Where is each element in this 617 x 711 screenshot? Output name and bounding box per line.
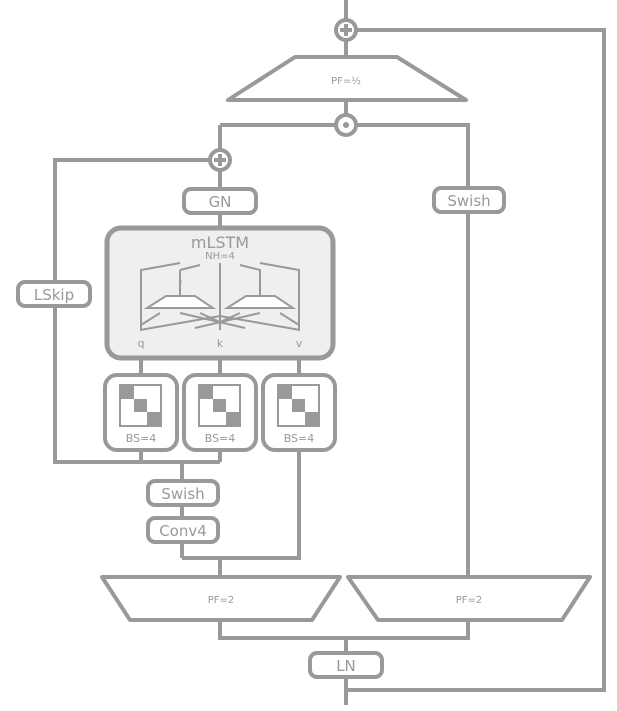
skip-add-icon bbox=[208, 148, 232, 172]
forget-gate-label: f bbox=[178, 280, 182, 291]
mlstm-title: mLSTM bbox=[191, 233, 249, 252]
up-projection-trapezoid: PF=½ bbox=[226, 55, 468, 102]
mlstm-internal-wires bbox=[139, 262, 301, 331]
layer-norm-box: LN bbox=[308, 651, 384, 679]
down-projection-left: PF=2 bbox=[100, 575, 342, 622]
svg-text:LSkip: LSkip bbox=[34, 286, 74, 304]
v-label: v bbox=[296, 337, 303, 350]
swish-right-box: Swish bbox=[432, 186, 506, 214]
mlstm-heads: NH=4 bbox=[205, 251, 235, 262]
gate-multiply-icon bbox=[334, 113, 358, 137]
swish-left-box: Swish bbox=[146, 479, 220, 507]
mlstm-cell: mLSTM NH=4 f i q k v bbox=[104, 225, 336, 361]
block-diagonal-q: BS=4 bbox=[103, 373, 179, 452]
svg-text:LN: LN bbox=[336, 657, 356, 675]
input-gate-trapezoid bbox=[223, 295, 297, 309]
input-gate-label: i bbox=[259, 280, 262, 291]
block-diagonal-k: BS=4 bbox=[182, 373, 258, 452]
svg-text:PF=2: PF=2 bbox=[456, 595, 483, 606]
forget-gate-trapezoid bbox=[143, 295, 217, 309]
svg-text:BS=4: BS=4 bbox=[284, 432, 315, 445]
up-projection-label: PF=½ bbox=[331, 75, 361, 87]
svg-text:GN: GN bbox=[209, 193, 232, 211]
down-projection-right: PF=2 bbox=[346, 575, 592, 622]
conv-box: Conv4 bbox=[146, 516, 220, 544]
svg-text:Swish: Swish bbox=[447, 192, 490, 210]
svg-text:BS=4: BS=4 bbox=[126, 432, 157, 445]
k-label: k bbox=[217, 337, 224, 350]
group-norm-box: GN bbox=[182, 187, 258, 215]
learnable-skip-box: LSkip bbox=[16, 280, 92, 308]
residual-add-icon bbox=[334, 18, 358, 42]
svg-text:Swish: Swish bbox=[161, 485, 204, 503]
svg-text:Conv4: Conv4 bbox=[159, 522, 207, 540]
q-label: q bbox=[138, 337, 145, 350]
svg-text:BS=4: BS=4 bbox=[205, 432, 236, 445]
block-diagonal-v: BS=4 bbox=[261, 373, 337, 452]
svg-text:PF=2: PF=2 bbox=[208, 595, 235, 606]
